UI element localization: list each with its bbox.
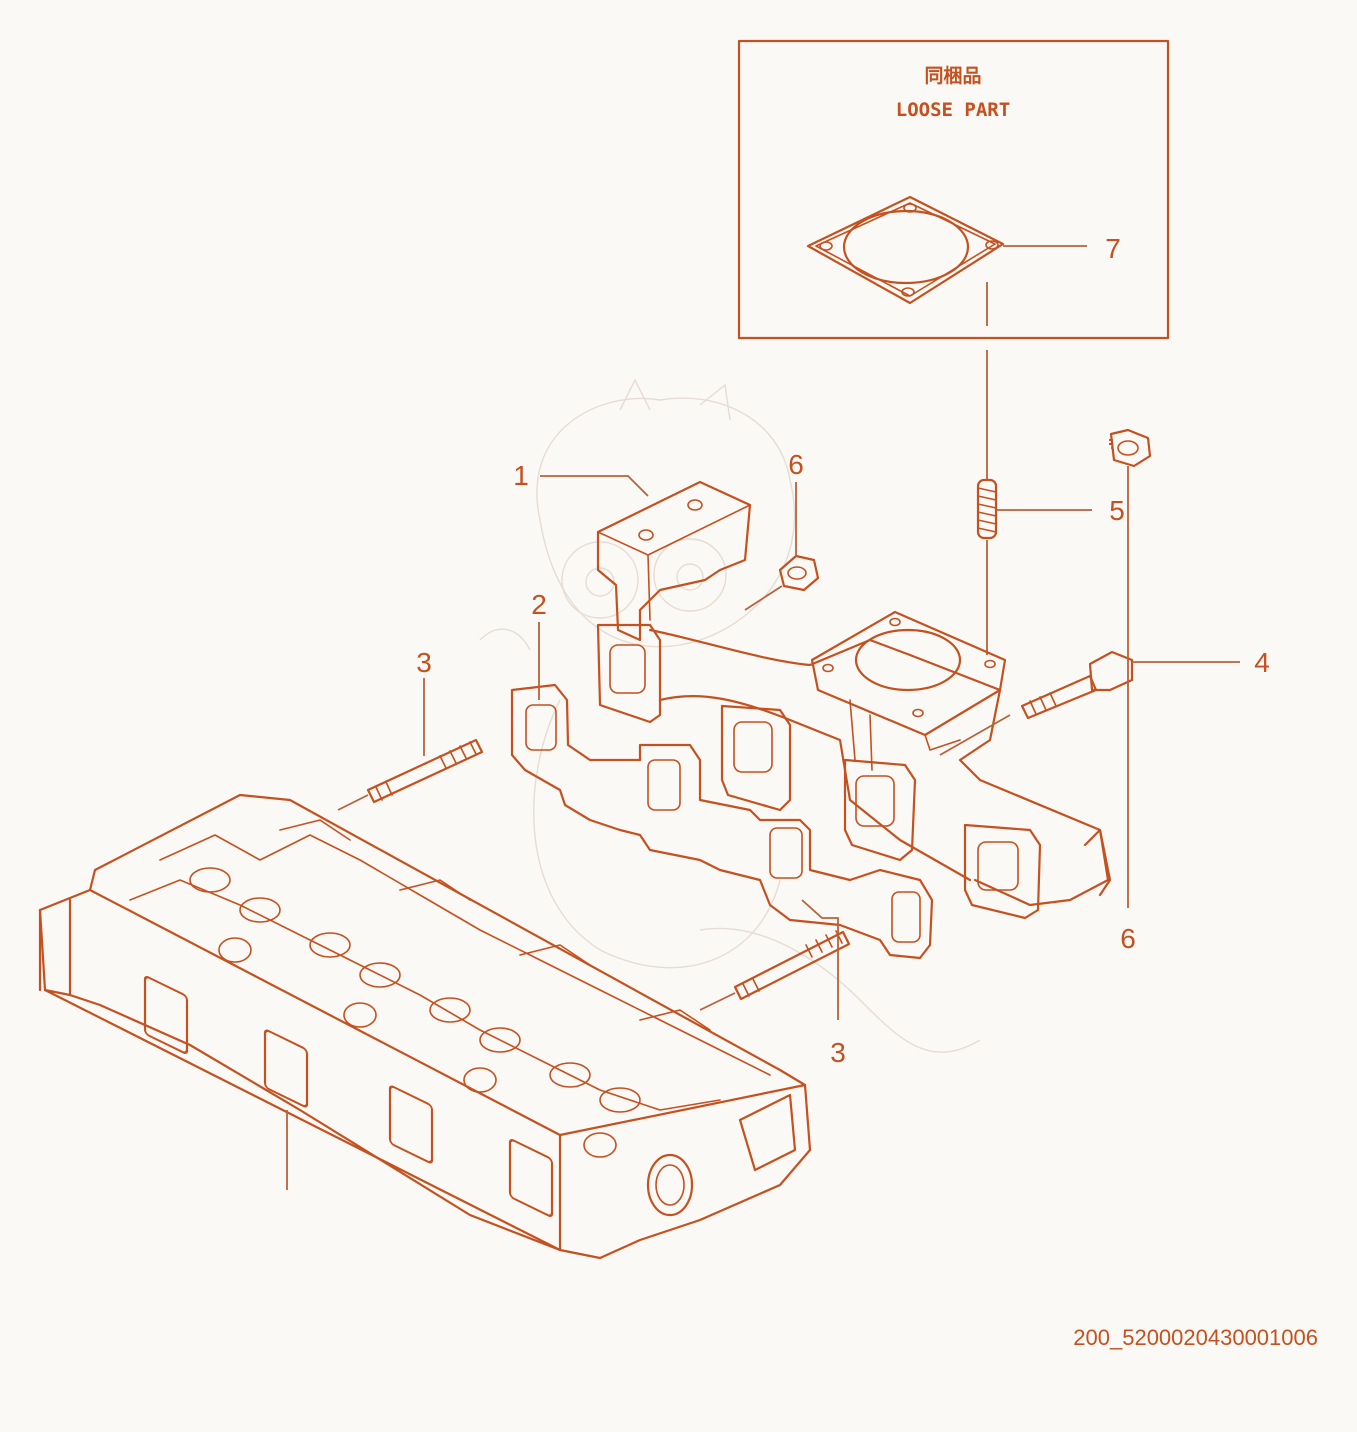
exhaust-manifold-part-1 xyxy=(596,480,1112,920)
callout-6-upper: 6 xyxy=(788,449,804,480)
nut-part-6-lower xyxy=(1108,428,1152,468)
document-id: 200_5200020430001006 xyxy=(1073,1325,1318,1350)
gasket-part-7 xyxy=(806,195,1005,305)
gasket-part-2 xyxy=(510,683,934,960)
watermark-illustration xyxy=(479,378,981,1053)
stud-part-3-lower xyxy=(733,930,851,1001)
cylinder-head xyxy=(38,793,812,1260)
leader-lines xyxy=(286,466,1240,1190)
callout-3-lower: 3 xyxy=(830,1037,846,1068)
callout-1: 1 xyxy=(513,460,529,491)
callout-3-upper: 3 xyxy=(416,647,432,678)
bolt-part-4 xyxy=(1020,650,1134,720)
callout-4: 4 xyxy=(1254,647,1270,678)
loose-part-title-cn: 同梱品 xyxy=(924,64,981,87)
callout-7: 7 xyxy=(1105,233,1121,264)
loose-part-box: 同梱品 LOOSE PART xyxy=(737,39,1170,340)
callout-2: 2 xyxy=(531,589,547,620)
loose-part-title-en: LOOSE PART xyxy=(896,99,1010,121)
callout-5: 5 xyxy=(1109,495,1125,526)
stud-part-3-upper xyxy=(366,738,484,804)
callout-6-lower: 6 xyxy=(1120,923,1136,954)
stud-part-5 xyxy=(976,478,998,540)
callout-numbers: 1 2 3 3 4 5 6 6 7 xyxy=(416,233,1270,1068)
